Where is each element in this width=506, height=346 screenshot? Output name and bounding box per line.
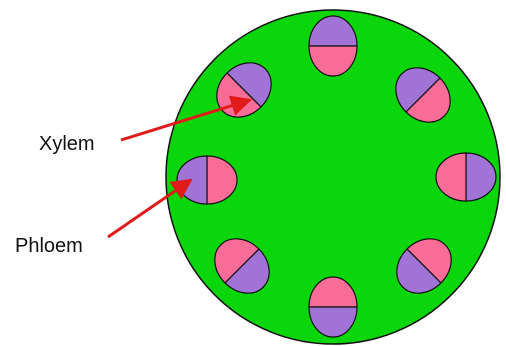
phloem-label: Phloem	[15, 235, 83, 257]
vascular-bundle-lower-left	[214, 238, 270, 294]
vascular-bundle-left	[176, 155, 238, 205]
xylem-pointer-arrow	[120, 95, 253, 142]
vascular-bundle-upper-right	[395, 67, 451, 123]
vascular-bundle-bottom	[308, 276, 358, 338]
phloem-pointer-arrow	[107, 178, 193, 239]
vascular-bundle-lower-right	[396, 238, 452, 294]
vascular-bundle-top	[308, 15, 358, 77]
xylem-label: Xylem	[39, 133, 95, 155]
vascular-bundle-right	[435, 152, 497, 202]
